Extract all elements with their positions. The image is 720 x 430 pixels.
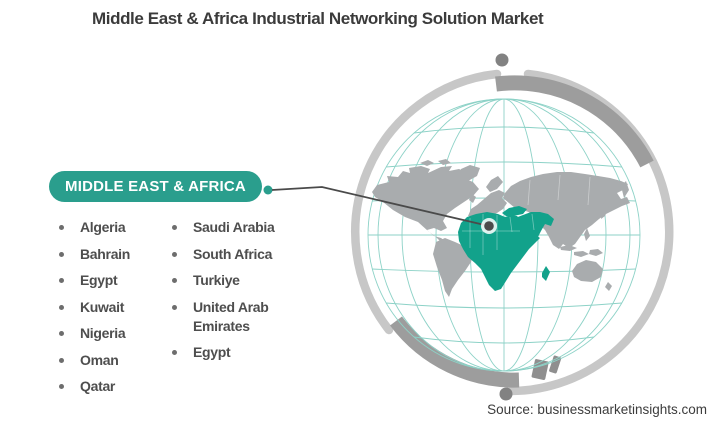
globe-dark-arc-top	[495, 75, 654, 168]
country-item: Turkiye	[170, 271, 276, 290]
globe-top-dot	[495, 53, 509, 67]
country-label: South Africa	[193, 245, 273, 262]
country-list-col1: Algeria Bahrain Egypt Kuwait Nigeria Oma…	[57, 218, 162, 404]
globe-dark-arc-bottom	[390, 316, 520, 388]
bullet-icon	[59, 357, 64, 363]
country-label: Kuwait	[80, 298, 125, 315]
country-label: Egypt	[80, 272, 118, 288]
bullet-icon	[59, 251, 64, 257]
source-attribution: Source: businessmarketinsights.com	[487, 402, 707, 417]
country-item: Nigeria	[57, 324, 162, 343]
globe-outer-ring	[351, 53, 674, 401]
country-item: Egypt	[57, 271, 162, 290]
region-marker-dot	[481, 218, 497, 234]
country-label: Oman	[80, 351, 119, 368]
country-item: Saudi Arabia	[170, 218, 276, 237]
country-label: Bahrain	[80, 245, 131, 262]
page-title: Middle East & Africa Industrial Networki…	[92, 9, 544, 28]
country-item: Egypt	[170, 343, 276, 362]
country-label: Egypt	[193, 344, 231, 360]
world-map	[372, 159, 630, 297]
country-label: Qatar	[80, 378, 116, 394]
bullet-icon	[172, 278, 177, 283]
bullet-icon	[59, 278, 64, 283]
country-item: Algeria	[57, 218, 162, 237]
bullet-icon	[172, 251, 177, 257]
country-item: South Africa	[170, 245, 276, 264]
bullet-icon	[172, 304, 177, 310]
country-item: Oman	[57, 351, 162, 370]
country-list-col2: Saudi Arabia South Africa Turkiye United…	[170, 218, 276, 370]
country-item: Qatar	[57, 377, 162, 396]
globe-tick-dash	[549, 355, 562, 374]
bullet-icon	[59, 304, 64, 310]
country-item: Bahrain	[57, 245, 162, 264]
country-label: Algeria	[80, 219, 126, 235]
connector-dot	[263, 185, 273, 195]
country-label: United Arab Emirates	[193, 298, 269, 334]
region-pill-button[interactable]: MIDDLE EAST & AFRICA	[49, 171, 262, 202]
country-label: Turkiye	[193, 272, 240, 288]
bullet-icon	[172, 350, 177, 355]
bullet-icon	[172, 225, 177, 230]
bullet-icon	[59, 331, 64, 336]
mea-highlight-region	[458, 206, 554, 291]
bullet-icon	[59, 225, 64, 230]
region-pill-label: MIDDLE EAST & AFRICA	[65, 178, 246, 195]
bullet-icon	[59, 384, 64, 389]
globe-bottom-dot	[499, 387, 513, 401]
country-label: Nigeria	[80, 325, 126, 341]
country-item: United Arab Emirates	[170, 298, 276, 336]
country-item: Kuwait	[57, 298, 162, 317]
country-label: Saudi Arabia	[193, 219, 275, 235]
connector-line	[263, 185, 490, 227]
